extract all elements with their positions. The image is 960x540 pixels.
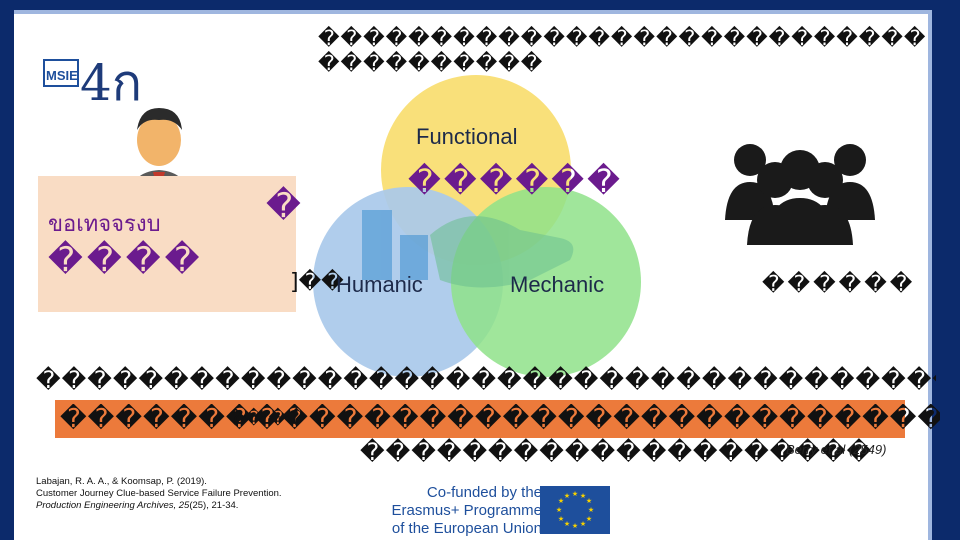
reference-issue-pages: (25), 21-34. [189,500,239,511]
handshake-icon [362,210,574,288]
reference-block: Labajan, R. A. A., & Koomsap, P. (2019).… [36,476,336,512]
venn-diagram [313,75,641,377]
reference-authors: Labajan, R. A. A., & Koomsap, P. (2019). [36,476,207,487]
customer-label: ������ [762,272,916,297]
fact-box-line1: ขอเทจจรงบ [48,212,161,237]
citation-label: Berry et al (2549) [786,442,887,457]
logo-brand-text: MSIE [46,68,78,83]
logo-symbol-text: 4ก [80,54,142,104]
mechanic-label: Mechanic [510,272,605,297]
crowd-icon [725,144,875,245]
msie-logo-icon: MSIE 4ก [43,54,142,104]
svg-text:★: ★ [564,520,570,528]
svg-text:★: ★ [580,492,586,500]
functional-label: Functional [416,124,518,149]
reference-title: Customer Journey Clue-based Service Fail… [36,488,282,499]
highlight-bar-overlay: �� �� [226,408,306,429]
eu-flag-icon: ★★★ ★★★ ★★★ ★★★ [540,486,610,534]
erasmus-line1: Co-funded by the [426,484,542,501]
frame-left [0,0,14,540]
description-line: ����������������������������������������… [36,366,936,394]
svg-text:★: ★ [558,515,564,523]
svg-text:★: ★ [564,492,570,500]
svg-text:★: ★ [586,515,592,523]
erasmus-funding-text: Co-funded by the Erasmus+ Programme of t… [372,484,542,538]
frame-right [932,0,960,540]
svg-text:★: ★ [556,506,562,514]
erasmus-line2: Erasmus+ Programme [391,502,542,519]
frame-top [0,0,960,10]
functional-thai-label: ������ [408,162,623,200]
reference-journal: Production Engineering Archives, 25 [36,500,190,511]
frame-top-accent [14,10,932,14]
erasmus-line3: of the European Union [391,520,542,537]
svg-text:★: ★ [586,497,592,505]
svg-text:★: ★ [588,506,594,514]
slide-title: ������������������������������������� [318,26,927,75]
humanic-prefix: ]�� [290,270,344,295]
highlight-bar-text: ������������������������������������� [60,404,940,434]
fact-box [38,176,296,312]
humanic-label: Humanic [336,272,423,297]
fact-box-line2: ���� [48,240,204,280]
frame-right-accent [928,10,932,540]
svg-text:★: ★ [572,490,578,498]
svg-text:★: ★ [580,520,586,528]
lower-line: �������������������� [360,438,873,466]
fact-box-glyph: � [266,186,301,226]
highlight-bar [55,400,905,438]
svg-text:★: ★ [558,497,564,505]
svg-text:★: ★ [572,522,578,530]
